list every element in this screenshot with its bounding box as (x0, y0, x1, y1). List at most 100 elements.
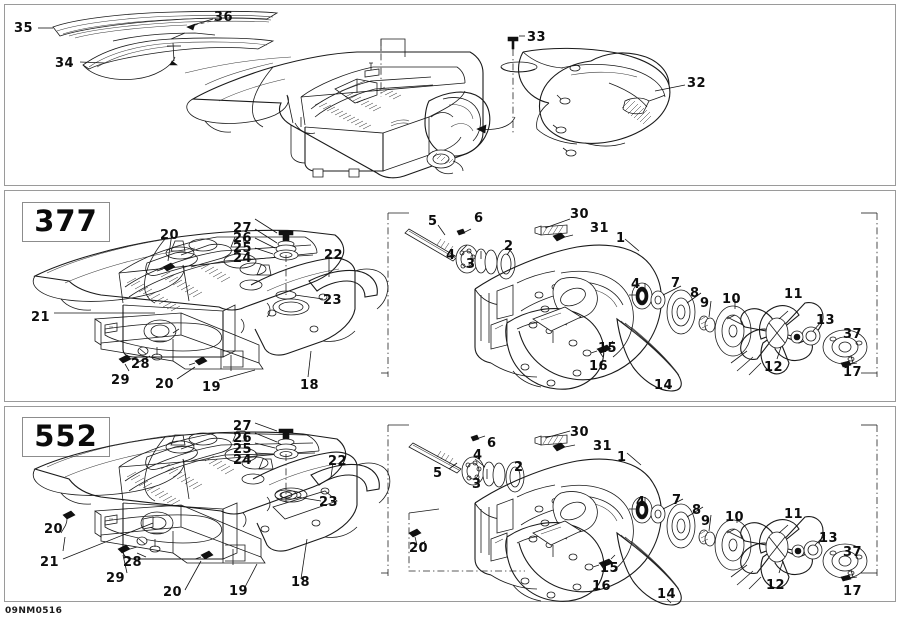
leader-5 (437, 224, 446, 236)
variant-377-artwork (5, 191, 895, 401)
callout-377-9: 9 (700, 296, 710, 311)
callout-552-29: 29 (106, 571, 126, 586)
fan-drive-assembly-377 (404, 218, 868, 392)
callout-377-11: 11 (784, 287, 804, 302)
leader-14 (664, 384, 670, 390)
callout-552-3: 3 (472, 477, 482, 492)
callout-552-26: 26 (233, 431, 253, 446)
overview-artwork (5, 5, 895, 185)
part-8-pulley (666, 289, 696, 335)
variant-377-panel: 37 7 (4, 190, 896, 402)
callout-552-24: 24 (233, 453, 253, 468)
leader-9 (708, 300, 712, 318)
drawing-code: 09NM0516 (5, 606, 63, 616)
callout-552-31: 31 (593, 439, 613, 454)
callout-377-37: 37 (843, 327, 863, 342)
callout-377-31: 31 (590, 221, 610, 236)
callout-32: 32 (687, 76, 707, 91)
part-30-bolt (534, 224, 568, 236)
callout-377-30: 30 (570, 207, 590, 222)
callout-552-1: 1 (617, 450, 627, 465)
callout-377-19: 19 (202, 380, 222, 395)
fan-drive-assembly-552 (408, 430, 868, 606)
callout-377-1: 1 (616, 231, 626, 246)
callout-552-17: 17 (843, 584, 863, 599)
part-34-panel (82, 32, 275, 80)
callout-552-11: 11 (784, 507, 804, 522)
callout-377-17: 17 (843, 365, 863, 380)
part-20-screw-552c (408, 528, 422, 538)
part-14-belt (616, 317, 682, 392)
callout-377-2: 2 (504, 239, 514, 254)
part-4-bearing-552 (461, 456, 485, 486)
part-33-screw (500, 36, 538, 133)
part-11-fan-blades-552 (726, 516, 824, 590)
callout-377-20a: 20 (160, 228, 180, 243)
part-14-belt-552 (616, 531, 682, 606)
part-32-muffler (517, 47, 671, 157)
part-6-screw-552 (470, 434, 480, 442)
callout-552-37: 37 (843, 545, 863, 560)
part-6-screw (456, 228, 466, 236)
callout-552-6: 6 (487, 436, 497, 451)
variant-label-377: 377 (22, 202, 110, 242)
callout-552-28: 28 (123, 555, 143, 570)
leader-36b (192, 18, 214, 26)
outlet-hatching (621, 99, 652, 125)
part-5-shaft-552 (408, 442, 462, 474)
leader-2 (506, 248, 512, 256)
part-8-pulley-552 (666, 503, 696, 549)
overview-panel (4, 4, 896, 186)
leader-7 (662, 285, 682, 296)
part-9-bushing (698, 315, 716, 333)
part-20-screw-b (194, 356, 208, 366)
leader-12 (776, 346, 782, 360)
callout-377-3: 3 (466, 257, 476, 272)
leader-34 (79, 61, 106, 64)
callout-552-20c: 20 (409, 541, 429, 556)
leader-32 (654, 84, 686, 92)
callout-552-9: 9 (701, 514, 711, 529)
callout-377-6: 6 (474, 211, 484, 226)
callout-552-27: 27 (233, 419, 253, 434)
part-22-trim (308, 269, 378, 298)
part-16-washer (582, 349, 592, 357)
part-7-washer-552 (650, 504, 666, 524)
part-35-trim-strip (52, 10, 279, 39)
part-10-hub (714, 305, 752, 357)
fastener-stack-552 (254, 422, 299, 503)
part-13-nut-552 (791, 540, 823, 560)
cylinder-fins-377 (126, 263, 231, 312)
callout-377-18: 18 (300, 378, 320, 393)
part-4b-seal (631, 282, 653, 310)
callout-552-22: 22 (328, 454, 348, 469)
part-17-screw-552 (840, 574, 852, 582)
callout-552-2: 2 (514, 460, 524, 475)
callout-35: 35 (14, 21, 34, 36)
callout-552-8: 8 (692, 503, 702, 518)
callout-552-10: 10 (725, 510, 745, 525)
callout-377-12: 12 (764, 360, 784, 375)
callout-377-21: 21 (31, 310, 51, 325)
callout-377-23: 23 (323, 293, 343, 308)
callout-377-7: 7 (671, 276, 681, 291)
callout-377-15: 15 (598, 341, 618, 356)
recoil-starter-detail (426, 149, 464, 175)
callout-552-23: 23 (319, 495, 339, 510)
callout-377-24: 24 (233, 251, 253, 266)
part-9-bushing-552 (698, 529, 716, 547)
leader-8 (686, 292, 702, 304)
callout-552-14: 14 (657, 587, 677, 602)
part-10-hub-552 (714, 519, 752, 571)
cylinder-fins-552 (126, 455, 235, 506)
part-3-spacer-b (484, 249, 498, 275)
engine-assembly (186, 38, 516, 179)
hood-pan-assembly-377 (33, 229, 389, 371)
leader-36-dash (186, 19, 217, 28)
part-27-bolt (278, 230, 294, 242)
part-17-screw (840, 360, 852, 368)
part-16-washer-552 (584, 563, 594, 571)
variant-552-artwork (5, 407, 895, 606)
part-20-screw-552b (200, 550, 214, 560)
callout-377-22: 22 (324, 248, 344, 263)
